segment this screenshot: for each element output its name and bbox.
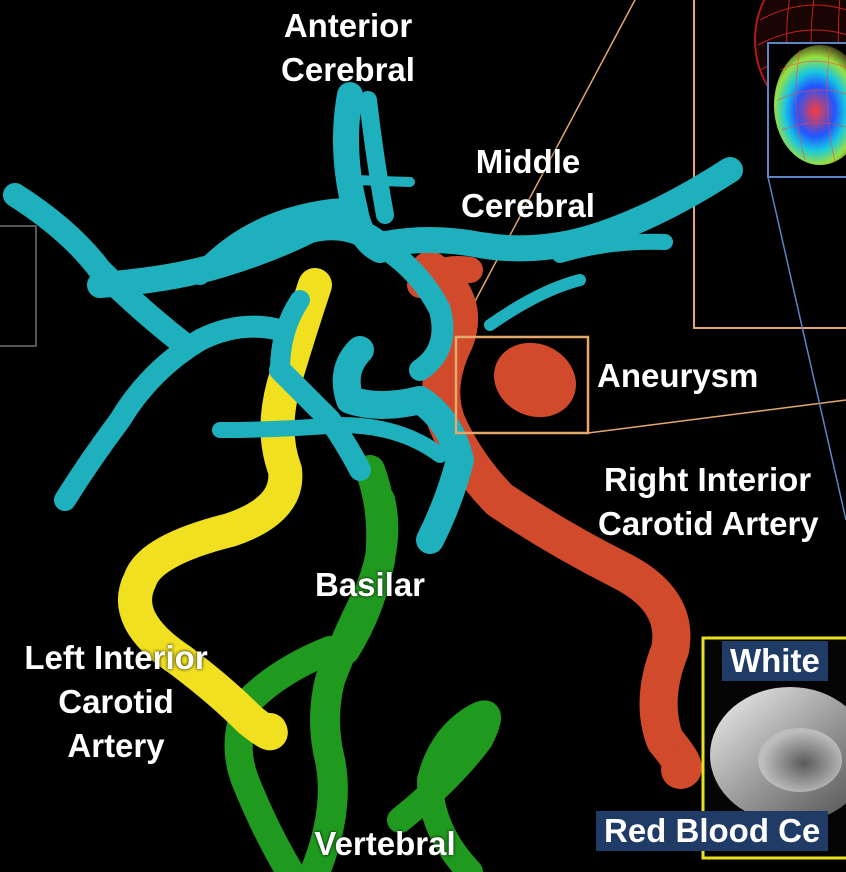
label-left-carotid-line2: Carotid bbox=[0, 680, 232, 724]
label-vertebral: Vertebral bbox=[290, 822, 480, 866]
label-basilar: Basilar bbox=[290, 563, 450, 607]
label-middle-cerebral-line1: Middle bbox=[428, 140, 628, 184]
connector-line bbox=[588, 400, 846, 433]
vertebral-artery bbox=[239, 500, 488, 872]
label-left-carotid-line3: Artery bbox=[0, 724, 232, 768]
aneurysm-sac bbox=[482, 330, 589, 431]
label-right-interior-carotid: Right Interior Carotid Artery bbox=[598, 458, 819, 546]
label-middle-cerebral-line2: Cerebral bbox=[428, 184, 628, 228]
label-anterior-cerebral-line2: Cerebral bbox=[248, 48, 448, 92]
red-blood-cell-tag: Red Blood Ce bbox=[596, 811, 828, 851]
label-anterior-cerebral: Anterior Cerebral bbox=[248, 4, 448, 92]
label-left-interior-carotid: Left Interior Carotid Artery bbox=[0, 636, 232, 768]
basilar-artery bbox=[345, 470, 381, 650]
left-panel-frame bbox=[0, 226, 36, 346]
cell-dimple bbox=[758, 728, 842, 792]
label-middle-cerebral: Middle Cerebral bbox=[428, 140, 628, 228]
white-cell-tag: White bbox=[722, 641, 828, 681]
label-anterior-cerebral-line1: Anterior bbox=[248, 4, 448, 48]
label-aneurysm: Aneurysm bbox=[597, 354, 758, 398]
label-left-carotid-line1: Left Interior bbox=[0, 636, 232, 680]
label-right-carotid-line2: Carotid Artery bbox=[598, 502, 819, 546]
label-right-carotid-line1: Right Interior bbox=[598, 458, 819, 502]
